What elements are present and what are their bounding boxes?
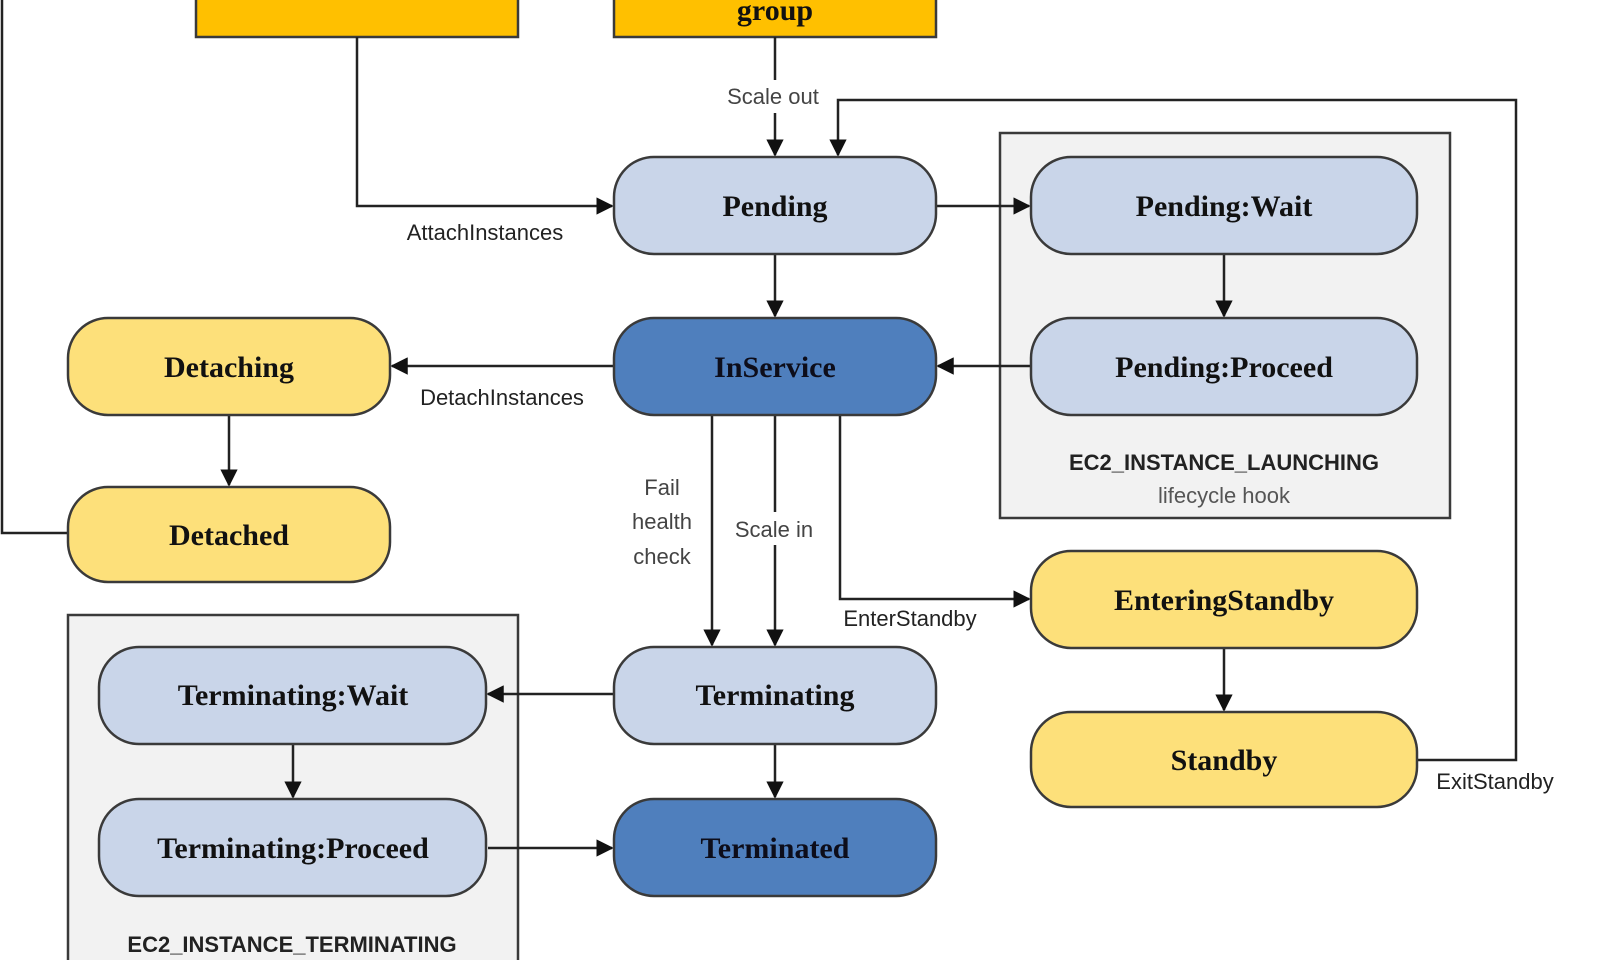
terminating-hook-title: EC2_INSTANCE_TERMINATING <box>127 932 456 957</box>
scale-out-label: Scale out <box>727 84 819 109</box>
edge-exit-standby <box>829 98 1518 762</box>
state-in-service[interactable]: InService <box>612 316 938 417</box>
state-terminating[interactable]: Terminating <box>612 645 938 746</box>
launching-hook-title: EC2_INSTANCE_LAUNCHING <box>1069 450 1379 475</box>
state-terminating-proceed-label: Terminating:Proceed <box>157 832 429 865</box>
state-terminated-label: Terminated <box>701 832 850 865</box>
state-pending[interactable]: Pending <box>612 155 938 256</box>
attach-instances-label: AttachInstances <box>407 220 564 245</box>
state-detaching-label: Detaching <box>164 351 294 384</box>
launching-hook-subtitle: lifecycle hook <box>1158 483 1291 508</box>
edge-attach-instances <box>355 37 614 215</box>
attach-source-box[interactable] <box>194 0 520 39</box>
state-standby-label: Standby <box>1171 744 1278 777</box>
state-terminating-proceed[interactable]: Terminating:Proceed <box>97 797 488 898</box>
state-pending-label: Pending <box>722 190 827 223</box>
state-entering-standby[interactable]: EnteringStandby <box>1029 549 1419 650</box>
state-pending-proceed-label: Pending:Proceed <box>1115 351 1333 384</box>
state-detached[interactable]: Detached <box>66 485 392 584</box>
state-pending-wait-label: Pending:Wait <box>1136 190 1313 223</box>
state-detaching[interactable]: Detaching <box>66 316 392 417</box>
state-pending-proceed[interactable]: Pending:Proceed <box>1029 316 1419 417</box>
edge-detached-to-top <box>0 0 68 535</box>
state-terminating-label: Terminating <box>696 679 855 712</box>
state-entering-standby-label: EnteringStandby <box>1114 584 1334 617</box>
state-pending-wait[interactable]: Pending:Wait <box>1029 155 1419 256</box>
state-in-service-label: InService <box>714 351 836 384</box>
edge-enter-standby <box>838 415 1031 608</box>
state-terminating-wait[interactable]: Terminating:Wait <box>97 645 488 746</box>
fail-health-check-label-3: check <box>633 544 691 569</box>
fail-health-check-label-1: Fail <box>644 475 679 500</box>
scale-in-label: Scale in <box>735 517 813 542</box>
state-terminated[interactable]: Terminated <box>612 797 938 898</box>
enter-standby-label: EnterStandby <box>843 606 976 631</box>
state-detached-label: Detached <box>169 519 289 552</box>
detach-instances-label: DetachInstances <box>420 385 584 410</box>
auto-scaling-group-label: group <box>737 0 813 27</box>
exit-standby-label: ExitStandby <box>1436 769 1553 794</box>
fail-health-check-label-2: health <box>632 509 692 534</box>
state-standby[interactable]: Standby <box>1029 710 1419 809</box>
state-terminating-wait-label: Terminating:Wait <box>178 679 409 712</box>
